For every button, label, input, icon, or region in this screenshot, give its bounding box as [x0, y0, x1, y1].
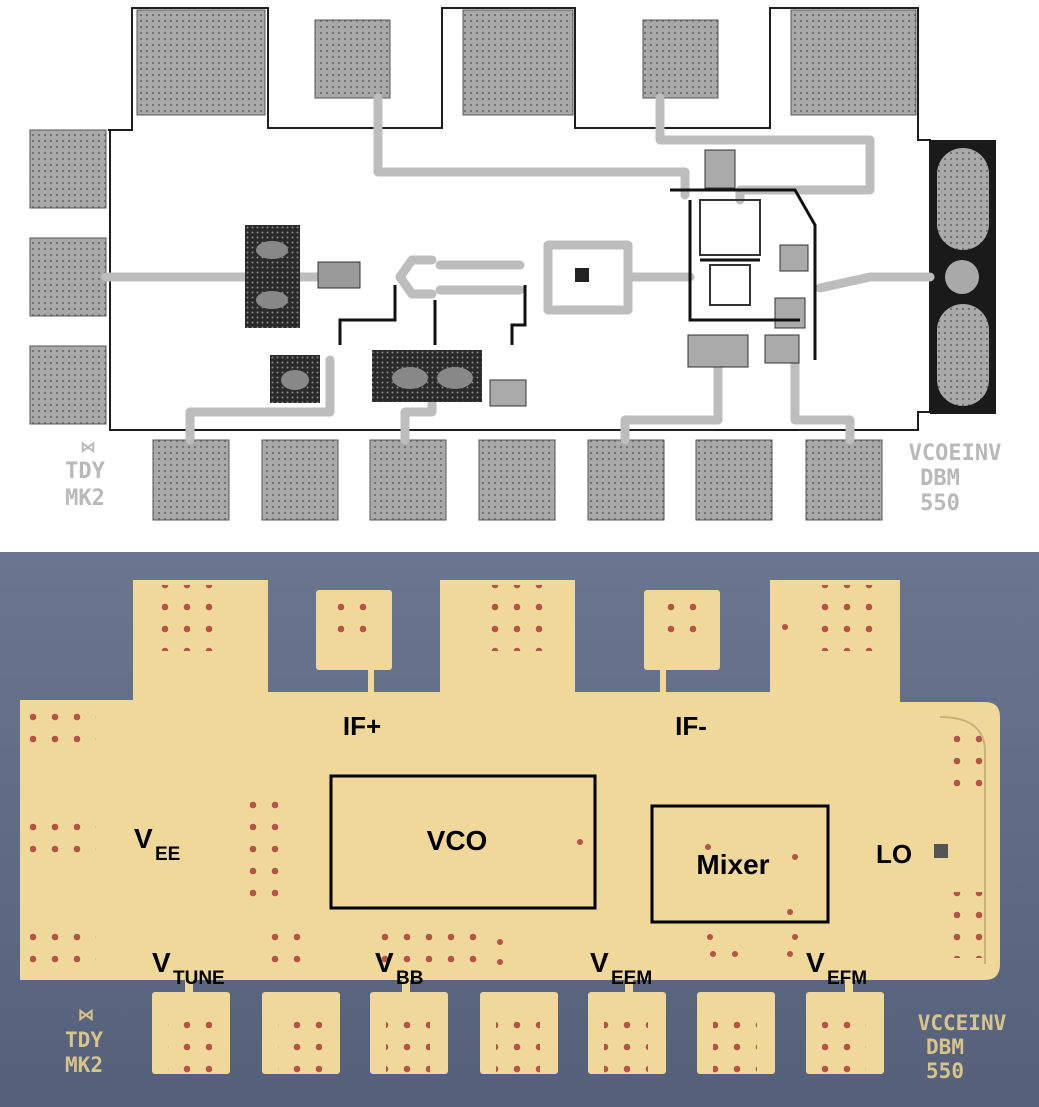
layout-view: ⋈ TDY MK2 VCOEINV DBM 550 [29, 7, 1002, 521]
photo-marking-left: ⋈ TDY MK2 [65, 1005, 103, 1077]
label-vtune: V TUNE [152, 947, 225, 989]
photo-view: IF+ IF- V EE V TUNE V BB V EEM V EFM LO … [0, 552, 1039, 1107]
die-outline [108, 7, 931, 431]
layout-lo-pad [930, 140, 996, 414]
layout-mark-right-line1: VCOEINV [909, 441, 1002, 466]
label-lo: LO [876, 839, 912, 869]
svg-text:⋈: ⋈ [78, 1005, 94, 1024]
label-vee: V EE [134, 823, 180, 865]
photo-mark-left-line2: MK2 [65, 1053, 103, 1077]
layout-components [245, 149, 817, 407]
svg-text:EE: EE [155, 844, 180, 865]
photo-marking-right: VCCEINV DBM 550 [918, 1011, 1007, 1083]
label-if-minus: IF- [675, 711, 707, 741]
layout-top-pads [136, 9, 917, 116]
label-vbb: V BB [375, 947, 423, 989]
svg-text:V: V [375, 947, 394, 978]
svg-text:V: V [590, 947, 609, 978]
label-veem: V EEM [590, 947, 652, 989]
svg-text:EFM: EFM [827, 968, 867, 989]
layout-mark-left-line2: MK2 [65, 486, 105, 511]
layout-marking-right: VCOEINV DBM 550 [909, 441, 1002, 516]
layout-traces [101, 93, 935, 445]
layout-left-pads [29, 129, 107, 425]
core-vias [497, 624, 798, 965]
layout-mark-left-line1: TDY [65, 459, 105, 484]
photo-mark-right-line1: VCCEINV [918, 1011, 1007, 1035]
photo-mark-left-line1: TDY [65, 1028, 103, 1052]
mixer-box-label: Mixer [696, 849, 769, 880]
vco-box-label: VCO [427, 825, 488, 856]
svg-text:BB: BB [396, 968, 423, 989]
svg-text:V: V [806, 947, 825, 978]
mixer-box [650, 804, 830, 924]
layout-mark-right-line3: 550 [920, 491, 960, 516]
svg-text:TUNE: TUNE [173, 968, 225, 989]
svg-text:V: V [134, 823, 153, 854]
svg-text:V: V [152, 947, 171, 978]
label-vefm: V EFM [806, 947, 867, 989]
label-if-plus: IF+ [343, 711, 381, 741]
layout-marking-left: ⋈ TDY MK2 [65, 438, 105, 511]
via-arrays [30, 585, 989, 1073]
vco-box [329, 774, 597, 910]
svg-text:EEM: EEM [611, 968, 652, 989]
svg-text:⋈: ⋈ [81, 438, 96, 456]
layout-bottom-pads [152, 439, 883, 521]
layout-mark-right-line2: DBM [920, 466, 960, 491]
photo-mark-right-line2: DBM [926, 1035, 964, 1059]
photo-mark-right-line3: 550 [926, 1059, 964, 1083]
